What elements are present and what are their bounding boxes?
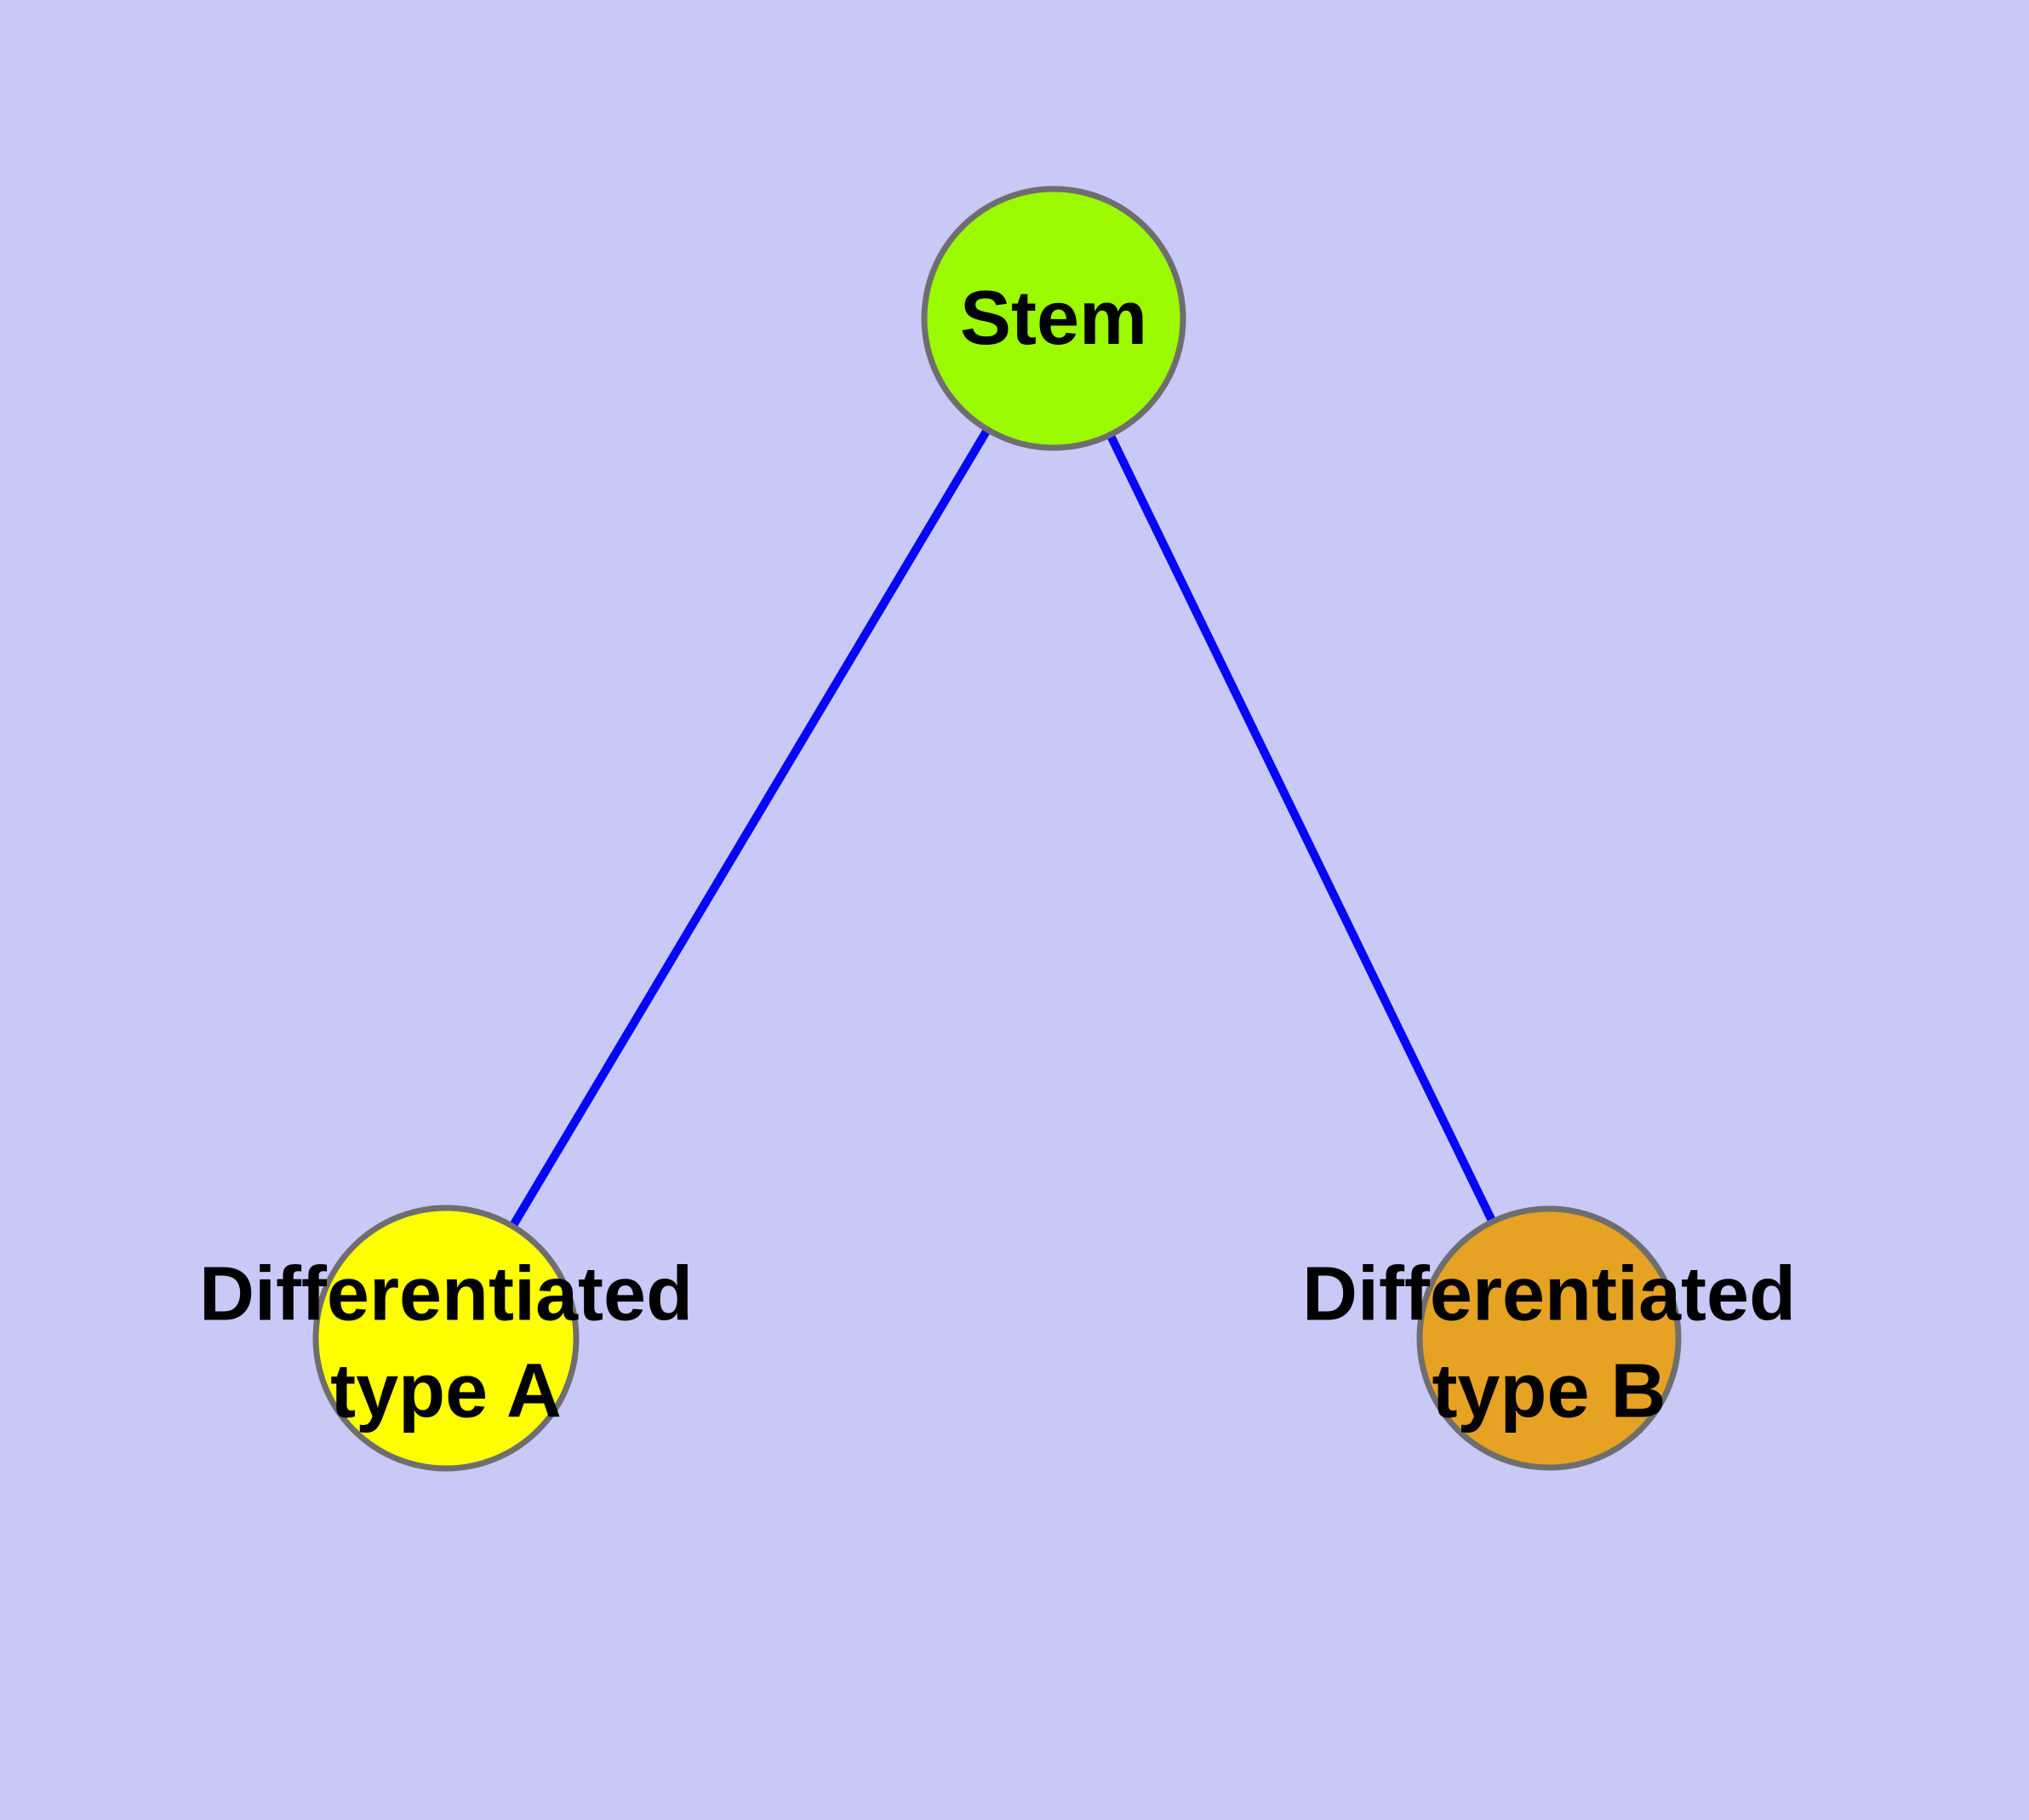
type-b-node-circle [1416,1205,1682,1471]
stem-node-circle [921,186,1186,451]
edge-stem-to-type-a [442,316,1058,1341]
type-a-node-circle [312,1205,580,1472]
edge-stem-to-type-b [1049,316,1553,1341]
